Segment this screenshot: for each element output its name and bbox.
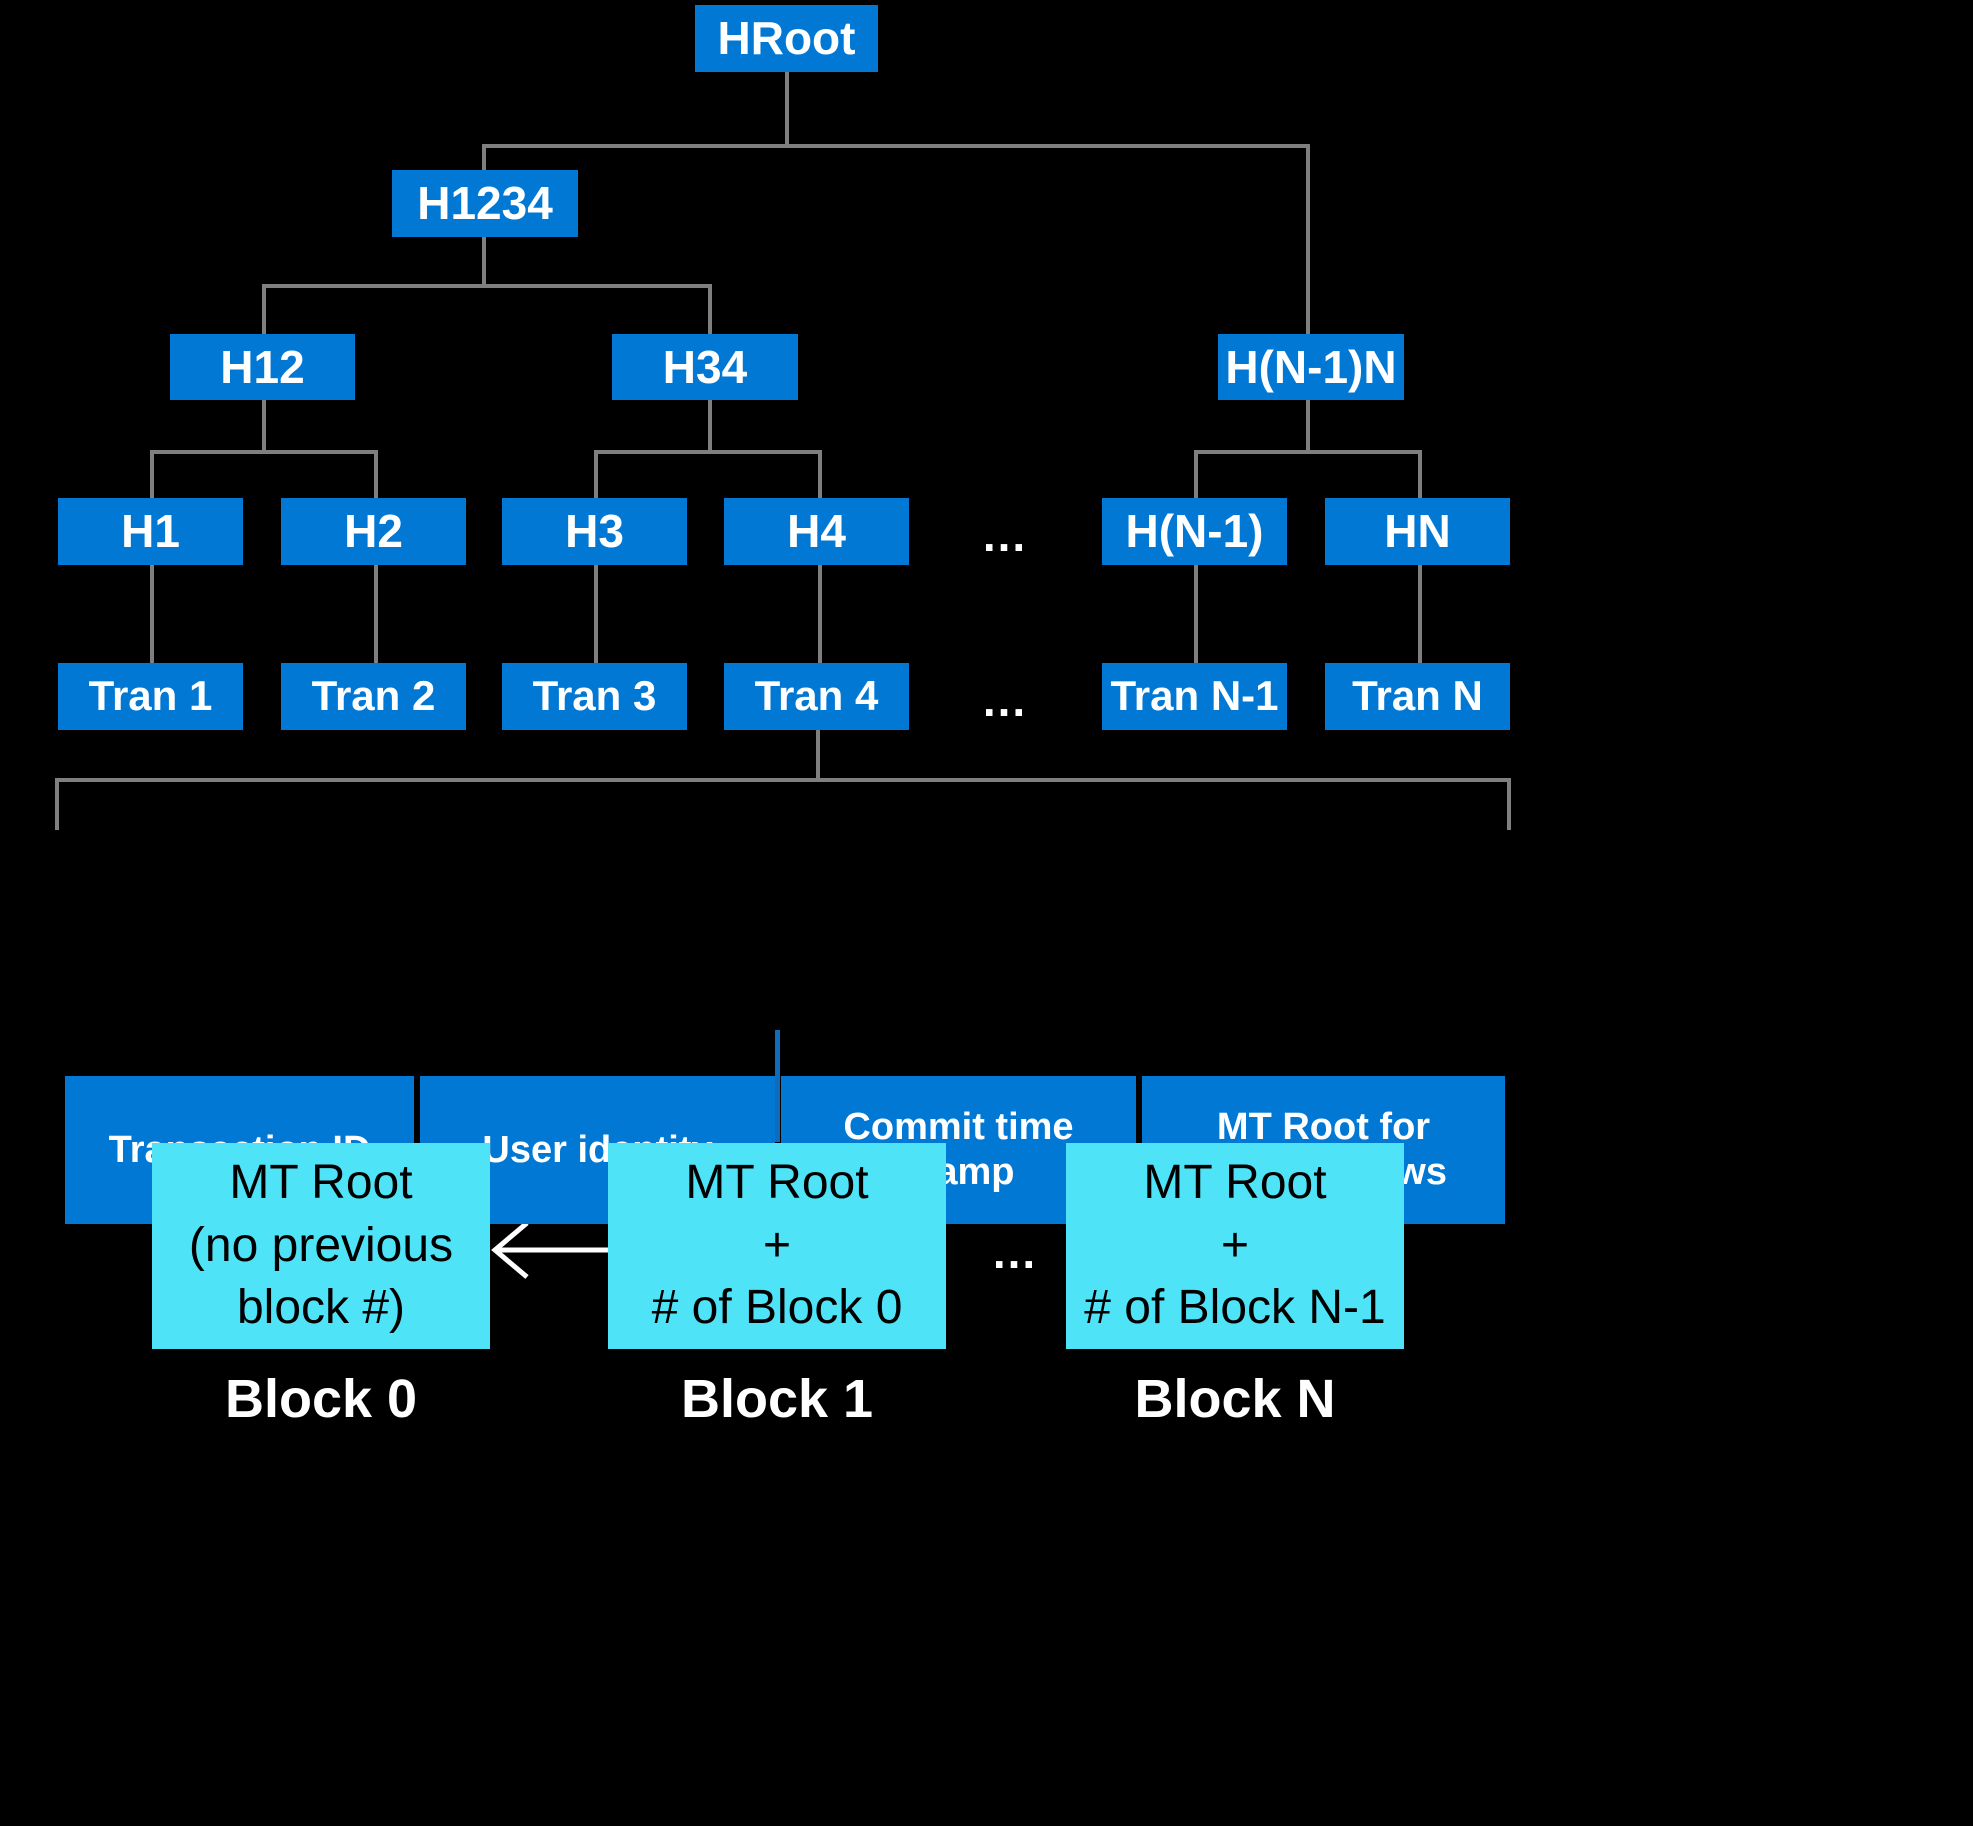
connector-h12-bar bbox=[150, 450, 378, 454]
connector-hroot-stem bbox=[785, 68, 789, 148]
node-h12[interactable]: H12 bbox=[170, 334, 355, 400]
connector-detail-bracket-right bbox=[1507, 778, 1511, 830]
node-h2[interactable]: H2 bbox=[281, 498, 466, 565]
connector-detail-bracket bbox=[55, 778, 1511, 782]
connector-h1-tran1 bbox=[150, 563, 154, 666]
node-h3[interactable]: H3 bbox=[502, 498, 687, 565]
block-n-box[interactable]: MT Root + # of Block N-1 bbox=[1066, 1143, 1404, 1349]
node-hn-1-n[interactable]: H(N-1)N bbox=[1218, 334, 1404, 400]
node-tran-3[interactable]: Tran 3 bbox=[502, 663, 687, 730]
connector-h4-drop bbox=[818, 450, 822, 500]
connector-hn-trann bbox=[1418, 563, 1422, 666]
connector-hn1n-bar bbox=[1194, 450, 1422, 454]
connector-h3-drop bbox=[594, 450, 598, 500]
node-tran-n[interactable]: Tran N bbox=[1325, 663, 1510, 730]
block-n-caption: Block N bbox=[1134, 1369, 1336, 1429]
connector-h34-stem bbox=[708, 398, 712, 452]
connector-h2-drop bbox=[374, 450, 378, 500]
node-tran-2[interactable]: Tran 2 bbox=[281, 663, 466, 730]
connector-hn1-trann1 bbox=[1194, 563, 1198, 666]
node-h1234[interactable]: H1234 bbox=[392, 170, 578, 237]
connector-h1-drop bbox=[150, 450, 154, 500]
node-h1[interactable]: H1 bbox=[58, 498, 243, 565]
connector-hn1n-stem bbox=[1306, 398, 1310, 452]
connector-h34-bar bbox=[594, 450, 822, 454]
node-tran-1[interactable]: Tran 1 bbox=[58, 663, 243, 730]
hash-row-ellipsis: ... bbox=[982, 509, 1028, 561]
connector-hn1n-drop bbox=[1306, 144, 1310, 336]
node-h34[interactable]: H34 bbox=[612, 334, 798, 400]
connector-h12-drop bbox=[262, 284, 266, 336]
connector-h1234-bar bbox=[262, 284, 712, 288]
connector-h34-drop bbox=[708, 284, 712, 336]
blockchain-ellipsis: ... bbox=[992, 1226, 1038, 1278]
connector-hroot-bar bbox=[482, 144, 1310, 148]
connector-h4-tran4 bbox=[818, 563, 822, 666]
node-h4[interactable]: H4 bbox=[724, 498, 909, 565]
node-tran-4[interactable]: Tran 4 bbox=[724, 663, 909, 730]
connector-h1234-drop bbox=[482, 144, 486, 172]
connector-h12-stem bbox=[262, 398, 266, 452]
connector-detail-bracket-left bbox=[55, 778, 59, 830]
transaction-row-ellipsis: ... bbox=[982, 674, 1028, 726]
block-0-caption: Block 0 bbox=[224, 1369, 418, 1429]
connector-h2-tran2 bbox=[374, 563, 378, 666]
node-hroot[interactable]: HRoot bbox=[695, 5, 878, 72]
connector-band-to-block1 bbox=[775, 1030, 780, 1142]
connector-hn-drop bbox=[1418, 450, 1422, 500]
connector-h1234-stem bbox=[482, 236, 486, 286]
node-hn-1[interactable]: H(N-1) bbox=[1102, 498, 1287, 565]
block-0-box[interactable]: MT Root (no previous block #) bbox=[152, 1143, 490, 1349]
connector-tran4-stem bbox=[816, 728, 820, 780]
block-1-box[interactable]: MT Root + # of Block 0 bbox=[608, 1143, 946, 1349]
block-1-caption: Block 1 bbox=[680, 1369, 874, 1429]
block-link-arrow bbox=[491, 1221, 613, 1279]
node-hn[interactable]: HN bbox=[1325, 498, 1510, 565]
connector-hn1-drop bbox=[1194, 450, 1198, 500]
connector-h3-tran3 bbox=[594, 563, 598, 666]
node-tran-n-1[interactable]: Tran N-1 bbox=[1102, 663, 1287, 730]
